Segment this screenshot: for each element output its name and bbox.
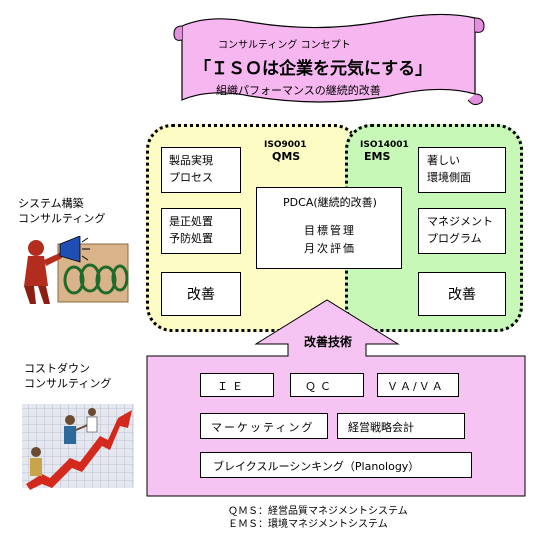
kaizen-area-shape [146,299,526,497]
banner-caption: 組織パフォーマンスの継続的改善 [216,84,381,97]
kaizen-item-vava-label: ＶＡ/ＶＡ [387,380,445,393]
kaizen-item-breakthrough: ブレイクスルーシンキング（Planology） [200,452,472,478]
ems-box1-line2: 環境側面 [427,171,471,184]
system-consulting-line1: システム構築 [18,197,84,210]
kaizen-item-ie-label: ＩＥ [217,380,247,393]
ems-box-environmental-aspects: 著しい 環境側面 [418,147,506,193]
kaizen-item-marketing: マーケッティング [200,413,328,439]
costdown-consulting-line1: コストダウン [24,362,90,375]
qms-box2-line2: 予防処置 [169,232,213,245]
ems-box2-line2: プログラム [427,232,482,245]
qms-box3-label: 改善 [187,287,215,303]
ems-box3-label: 改善 [448,287,476,303]
costdown-consulting-line2: コンサルティング [24,377,112,390]
legend-line2: ＥＭＳ：環境マネジメントシステム [228,519,388,530]
qms-box-kaizen: 改善 [161,272,241,316]
ems-label-top: ISO14001 [360,140,409,150]
banner-subtitle: コンサルティング コンセプト [218,40,351,51]
qms-box2-line1: 是正処置 [169,215,213,228]
banner-scroll [173,13,485,106]
ems-box-management-program: マネジメント プログラム [418,208,506,254]
kaizen-item-breakthrough-label: ブレイクスルーシンキング（Planology） [213,460,420,473]
kaizen-item-qc-label: ＱＣ [305,380,335,393]
qms-box1-line1: 製品実現 [169,154,213,167]
rising-arrow-illustration [22,404,134,490]
kaizen-item-marketing-label: マーケッティング [211,421,315,434]
qms-box-product-realization: 製品実現 プロセス [161,147,241,193]
banner-title: 「ＩＳＯは企業を元気にする」 [194,59,433,79]
kaizen-item-qc: ＱＣ [290,373,364,397]
megaphone-person-illustration [24,236,129,304]
qms-box-corrective: 是正処置 予防処置 [161,208,241,254]
legend-line1: ＱＭＳ：経営品質マネジメントシステム [228,506,408,517]
ems-box-kaizen: 改善 [418,272,506,316]
pdca-title: PDCA(継続的改善) [283,196,377,209]
kaizen-item-vava: ＶＡ/ＶＡ [377,373,459,397]
kaizen-item-strategy-accounting: 経営戦略会計 [337,413,465,439]
ems-box1-line1: 著しい [427,154,460,167]
qms-box1-line2: プロセス [169,171,213,184]
pdca-box: PDCA(継続的改善) 目標管理 月次評価 [256,187,402,269]
pdca-line2: 月次評価 [304,242,356,255]
ems-label-bottom: EMS [364,150,391,163]
kaizen-item-strategy-accounting-label: 経営戦略会計 [348,421,414,434]
pdca-line1: 目標管理 [304,224,356,237]
qms-label-bottom: QMS [272,150,301,163]
system-consulting-line2: コンサルティング [18,212,106,225]
ems-box2-line1: マネジメント [427,215,493,228]
qms-label-top: ISO9001 [264,140,307,150]
kaizen-item-ie: ＩＥ [200,373,274,397]
kaizen-title: 改善技術 [304,335,353,349]
